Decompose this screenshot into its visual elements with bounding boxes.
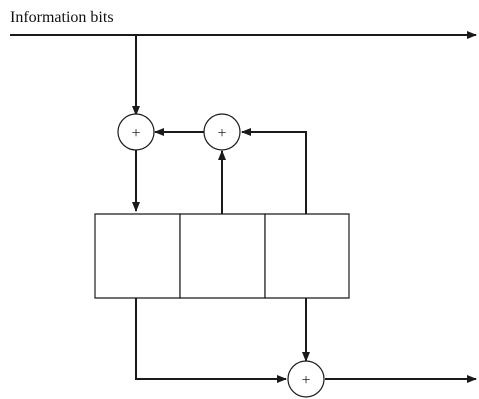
- cell3-to-adder2-line: [241, 128, 306, 214]
- shift-register-cell-1: [95, 214, 180, 298]
- information-bits-label: Information bits: [10, 9, 114, 26]
- adder2-plus-symbol: +: [217, 125, 226, 142]
- adder3-plus-symbol: +: [301, 372, 310, 389]
- shift-register-cell-3: [265, 214, 349, 298]
- adder1-plus-symbol: +: [131, 125, 140, 142]
- modulo2-adder-2: [204, 114, 240, 150]
- shift-register-cell-2: [180, 214, 265, 298]
- cell1-to-adder3-line: [136, 298, 287, 383]
- modulo2-adder-3: [288, 361, 324, 397]
- modulo2-adder-1: [118, 114, 154, 150]
